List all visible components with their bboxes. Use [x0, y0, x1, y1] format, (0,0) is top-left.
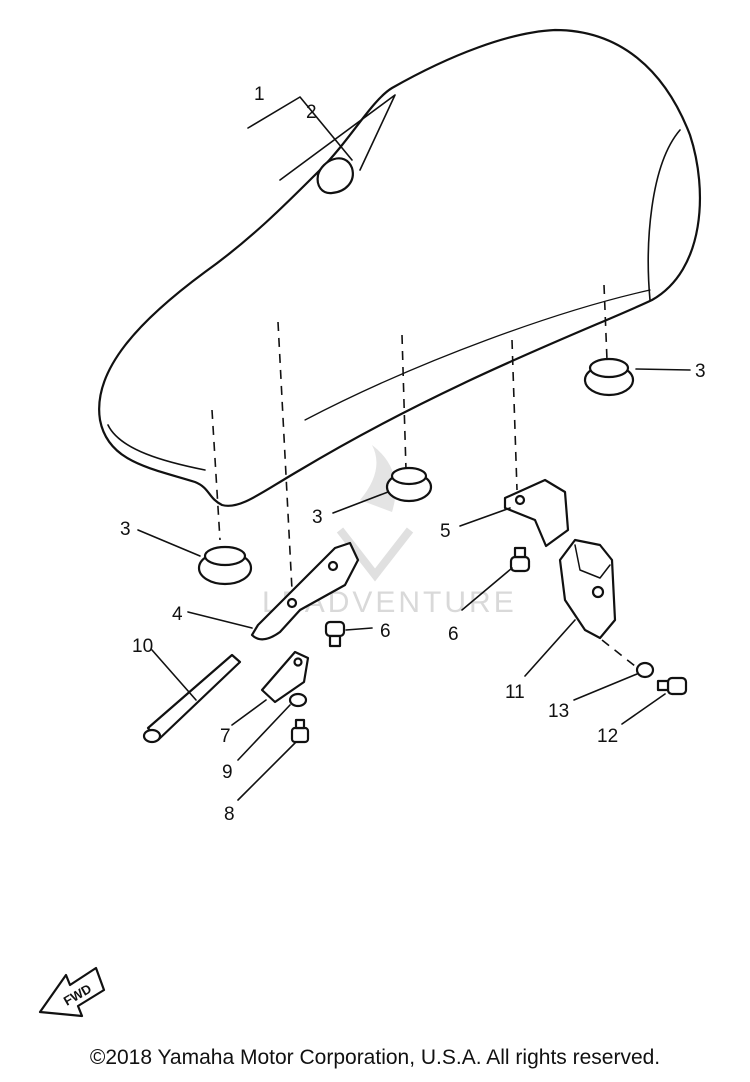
- leader-lines: [137, 368, 691, 801]
- seat-assembly: [98, 28, 702, 507]
- seat-damper-right: [583, 357, 635, 397]
- callout-3-right: 3: [695, 361, 706, 382]
- seat-handle: [316, 157, 354, 195]
- seat-lock: [558, 538, 617, 640]
- washer: [288, 692, 308, 708]
- bolt-front: [324, 620, 346, 648]
- lock-washer: [635, 661, 655, 679]
- seat-damper-center: [385, 466, 433, 503]
- callout-6-rear: 6: [448, 624, 459, 645]
- callout-1: 1: [254, 84, 265, 105]
- seat-damper-left: [197, 545, 253, 586]
- lock-nut: [656, 676, 688, 696]
- callout-11: 11: [505, 682, 525, 703]
- callout-6-front: 6: [380, 621, 391, 642]
- bolt-rear: [509, 546, 531, 573]
- callout-4: 4: [172, 604, 183, 625]
- forward-arrow: FWD: [38, 966, 106, 1018]
- callout-10: 10: [132, 636, 153, 657]
- callout-2: 2: [306, 102, 317, 123]
- callout-7: 7: [220, 726, 231, 747]
- seat: [98, 28, 702, 507]
- callout-9: 9: [222, 762, 233, 783]
- callout-3-left: 3: [120, 519, 131, 540]
- bolt-lower: [290, 718, 310, 744]
- bracket-rear: [503, 478, 570, 548]
- alignment-lines: [211, 284, 641, 671]
- callout-12: 12: [597, 726, 618, 747]
- callout-13: 13: [548, 701, 569, 722]
- callout-5: 5: [440, 521, 451, 542]
- callout-3-center: 3: [312, 507, 323, 528]
- callout-8: 8: [224, 804, 235, 825]
- copyright-notice: ©2018 Yamaha Motor Corporation, U.S.A. A…: [89, 1046, 661, 1069]
